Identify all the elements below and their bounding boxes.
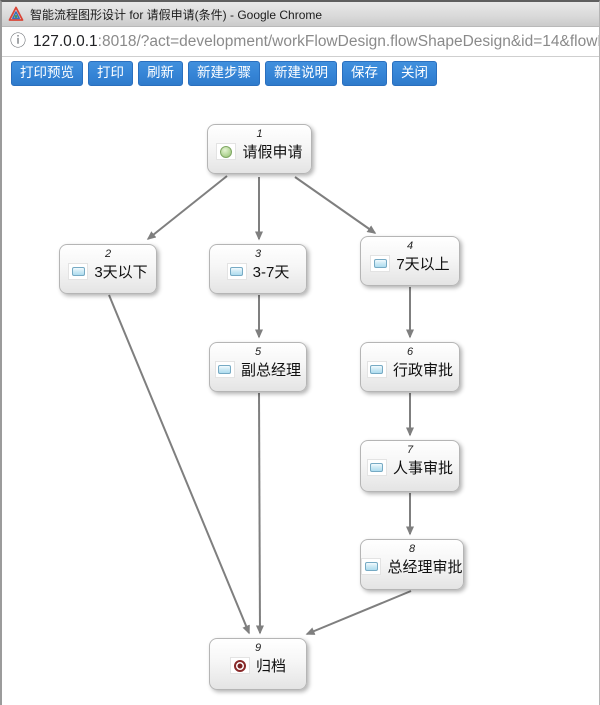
node-label: 请假申请: [242, 144, 303, 162]
node-label: 7天以上: [396, 256, 450, 274]
flow-node-4[interactable]: 4 7天以上: [360, 236, 460, 286]
node-number: 6: [406, 346, 414, 358]
flow-node-1[interactable]: 1 请假申请: [207, 124, 312, 174]
flow-node-8[interactable]: 8 总经理审批: [360, 539, 464, 590]
flow-edge-1-2: [146, 175, 228, 240]
info-icon[interactable]: ⓘ: [10, 32, 27, 50]
node-number: 1: [256, 128, 263, 140]
step-icon: [68, 263, 89, 281]
flow-node-5[interactable]: 5 副总经理: [209, 342, 307, 392]
step-icon: [226, 263, 247, 281]
save-button[interactable]: 保存: [342, 61, 387, 86]
window-title: 智能流程图形设计 for 请假申请(条件) - Google Chrome: [30, 7, 323, 22]
step-icon: [366, 361, 387, 379]
start-icon: [216, 143, 237, 161]
step-icon: [361, 558, 382, 576]
new-step-button[interactable]: 新建步骤: [188, 61, 260, 86]
flow-edges: [108, 175, 414, 635]
node-label: 副总经理: [240, 362, 301, 380]
window-titlebar: 智能流程图形设计 for 请假申请(条件) - Google Chrome: [2, 2, 599, 27]
node-number: 8: [408, 543, 416, 555]
new-note-button[interactable]: 新建说明: [265, 61, 337, 86]
node-number: 5: [254, 346, 262, 358]
node-label: 3天以下: [94, 264, 148, 282]
flow-edge-2-9: [108, 294, 250, 635]
node-number: 9: [254, 642, 262, 654]
flow-canvas[interactable]: 1 请假申请 2 3天以下 3 3-7天 4 7天以上 5 副总经理 6 行政审批 7 人事审批 8 总经理审…: [2, 90, 599, 705]
print-preview-button[interactable]: 打印预览: [11, 61, 83, 86]
node-number: 4: [406, 240, 414, 252]
flow-node-3[interactable]: 3 3-7天: [209, 244, 307, 294]
step-icon: [366, 459, 387, 477]
close-button[interactable]: 关闭: [392, 61, 437, 86]
step-icon: [370, 255, 391, 273]
flow-node-7[interactable]: 7 人事审批: [360, 440, 460, 492]
print-button[interactable]: 打印: [88, 61, 133, 86]
node-label: 人事审批: [392, 460, 453, 478]
node-label: 行政审批: [392, 362, 453, 380]
url-host: 127.0.0.1: [33, 32, 98, 50]
node-number: 2: [104, 248, 112, 260]
flow-edge-5-9: [255, 392, 264, 635]
app-logo-icon: [8, 6, 24, 21]
flow-node-2[interactable]: 2 3天以下: [59, 244, 157, 294]
flow-node-9[interactable]: 9 归档: [209, 638, 307, 690]
node-number: 7: [406, 444, 414, 456]
flow-edge-8-9: [305, 590, 412, 635]
node-number: 3: [254, 248, 262, 260]
step-icon: [214, 361, 235, 379]
node-label: 3-7天: [252, 264, 290, 282]
address-bar[interactable]: ⓘ 127.0.0.1:8018/?act=development/workFl…: [2, 27, 599, 57]
flow-node-6[interactable]: 6 行政审批: [360, 342, 460, 392]
node-label: 归档: [255, 658, 286, 676]
node-label: 总经理审批: [387, 559, 463, 577]
toolbar: 打印预览打印刷新新建步骤新建说明保存关闭: [2, 57, 599, 90]
flow-edge-1-4: [294, 176, 377, 234]
refresh-button[interactable]: 刷新: [138, 61, 183, 86]
url-path: :8018/?act=development/workFlowDesign.fl…: [97, 32, 599, 50]
end-icon: [229, 657, 250, 675]
